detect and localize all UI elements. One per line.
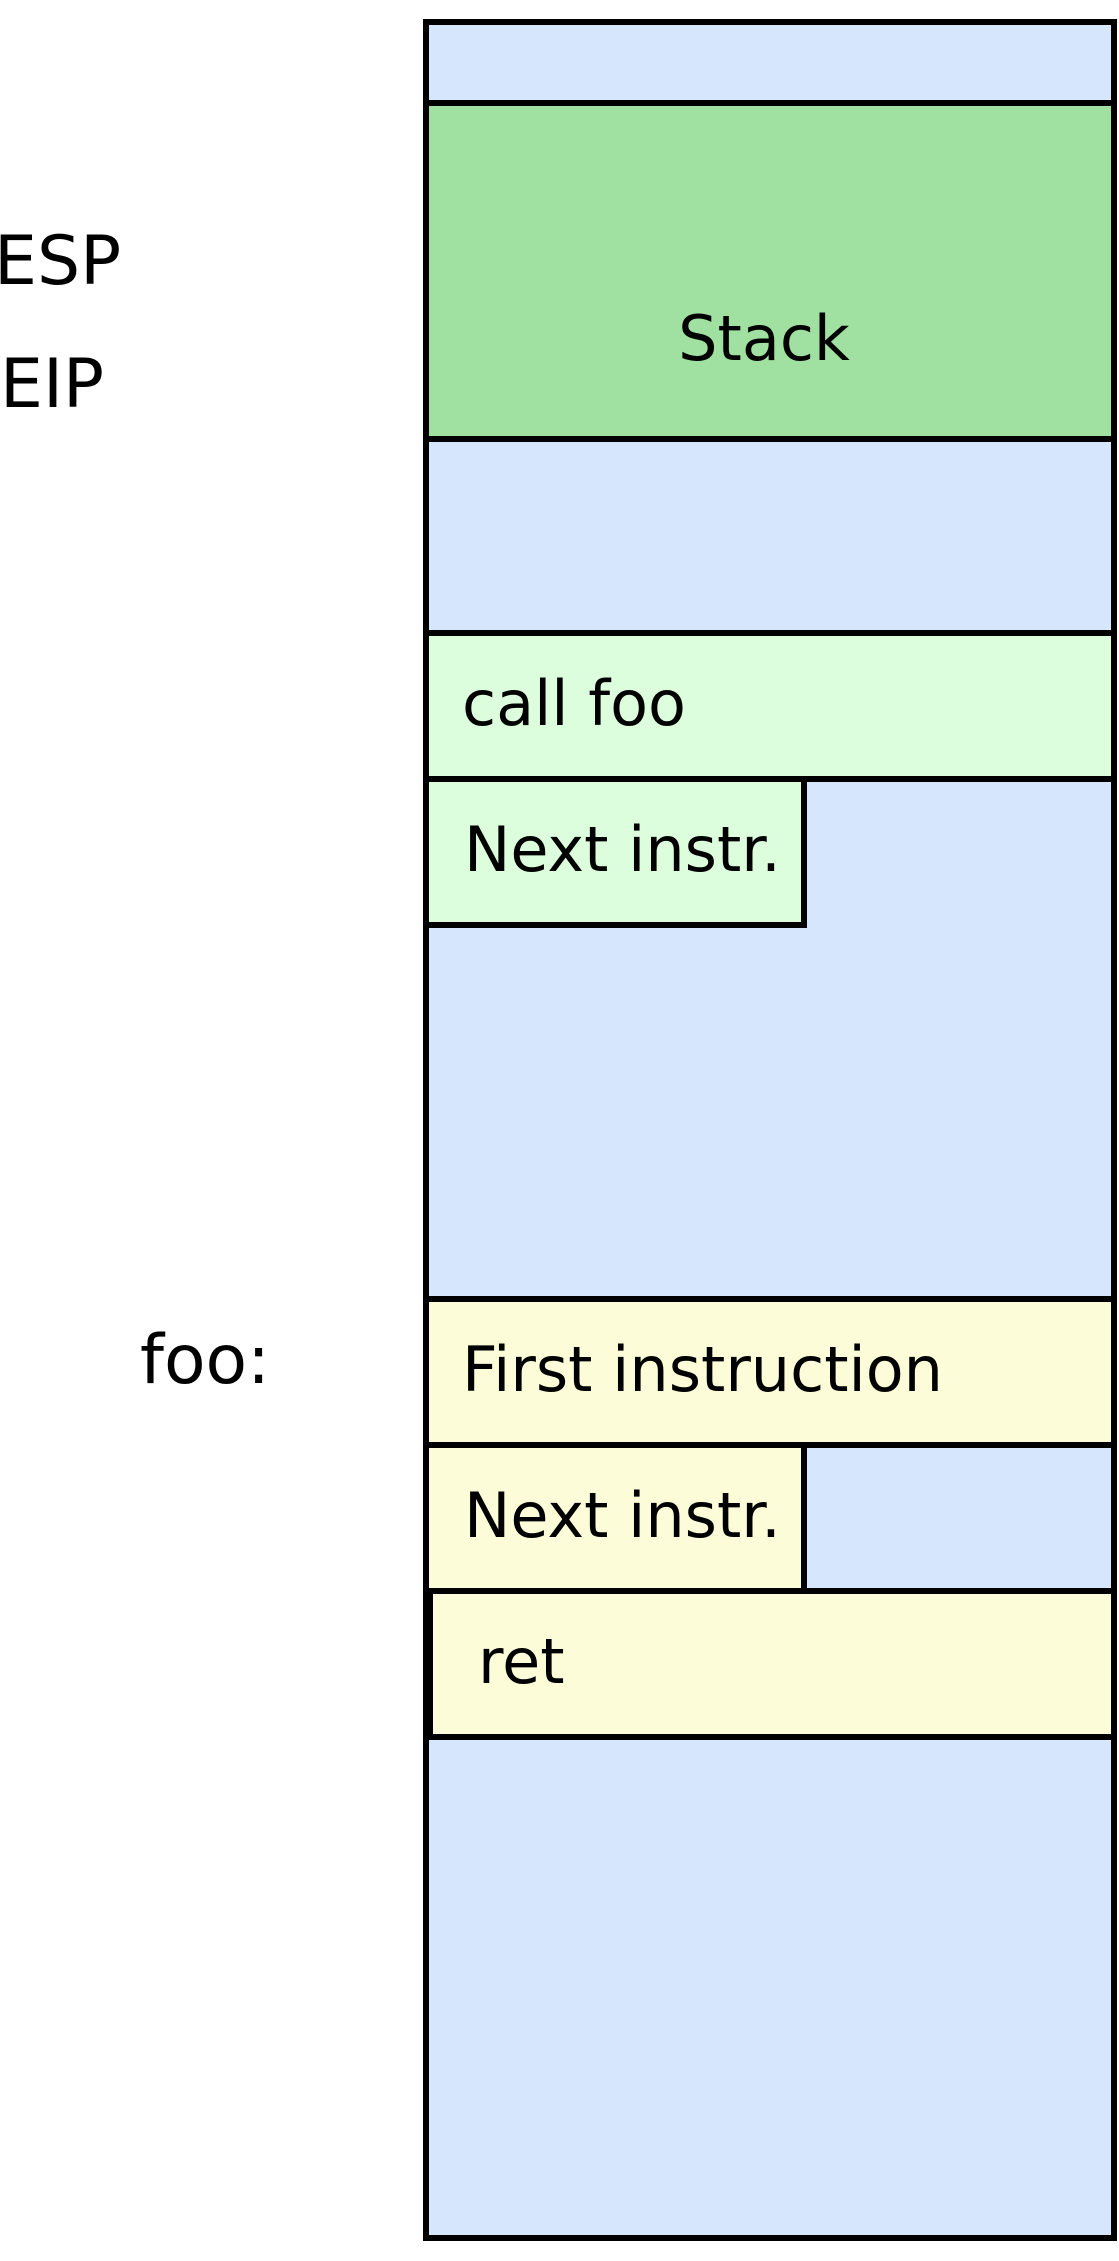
foo-symbol-label: foo: — [140, 1321, 270, 1400]
callee-next-label: Next instr. — [464, 1479, 781, 1552]
esp-register-label: ESP — [0, 222, 121, 301]
eip-register-label: EIP — [0, 345, 104, 424]
ret-instruction — [427, 1588, 1117, 1740]
first-instruction — [423, 1296, 1117, 1448]
first-instruction-label: First instruction — [462, 1333, 943, 1406]
caller-next-label: Next instr. — [464, 813, 781, 886]
ret-label: ret — [478, 1625, 565, 1698]
call-foo-instruction — [423, 630, 1117, 782]
stack-label: Stack — [678, 302, 850, 375]
call-foo-label: call foo — [462, 667, 686, 740]
stack-region — [423, 100, 1117, 442]
caller-next-instruction — [423, 776, 807, 928]
